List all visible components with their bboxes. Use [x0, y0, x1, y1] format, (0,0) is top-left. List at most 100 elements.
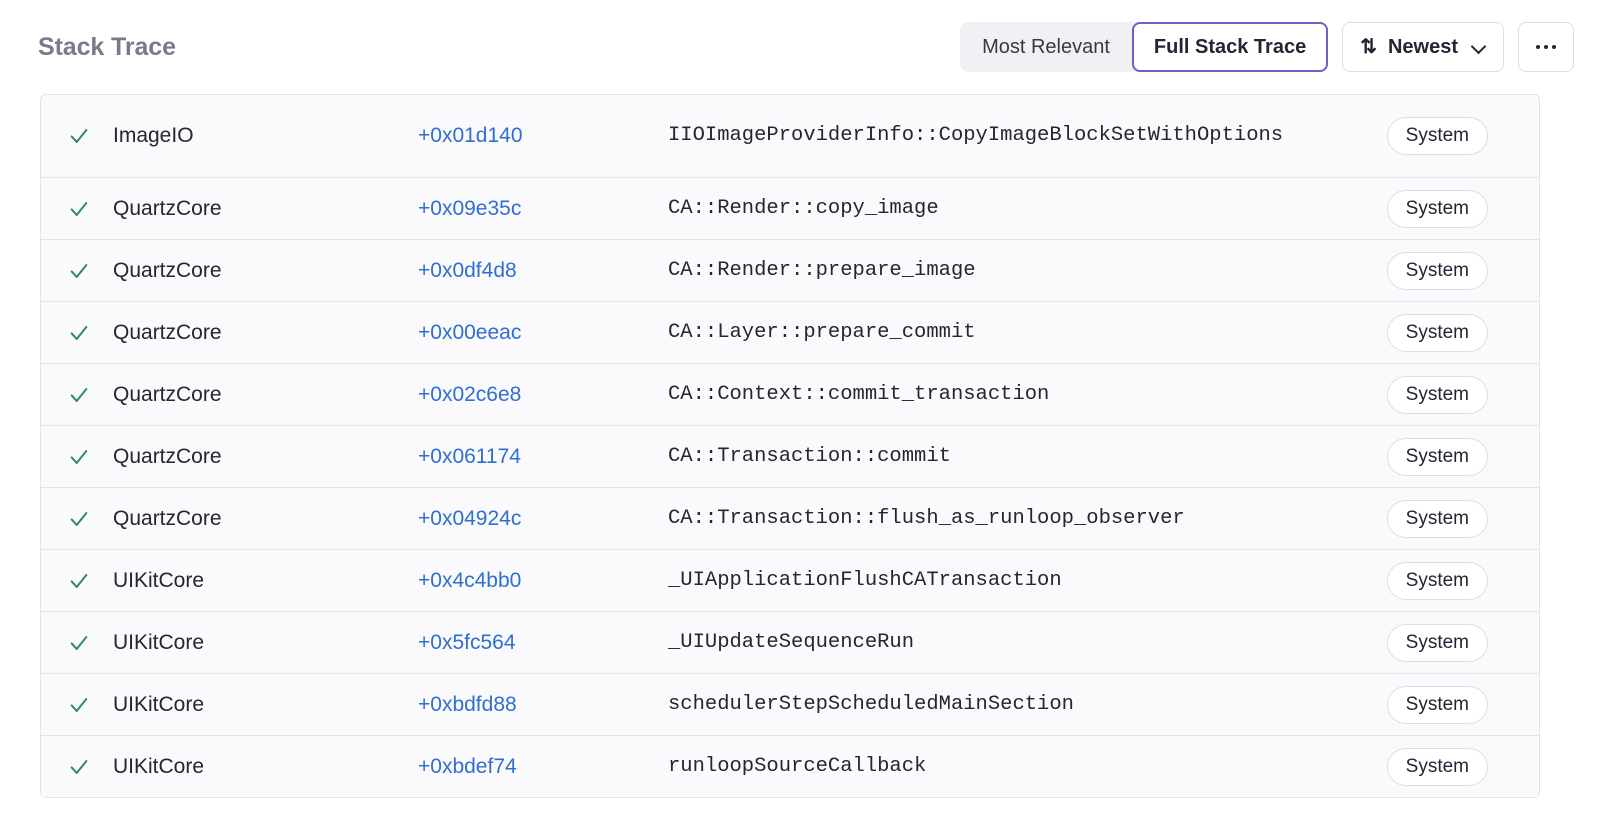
- status-badge: System: [1386, 685, 1488, 724]
- frame-offset-link[interactable]: +0xbdef74: [418, 754, 517, 778]
- stack-frame-row[interactable]: ImageIO +0x01d140 IIOImageProviderInfo::Co…: [41, 95, 1539, 178]
- frame-module-name: UIKitCore: [113, 754, 205, 778]
- checkmark-icon: [68, 508, 90, 530]
- frame-offset-link[interactable]: +0x5fc564: [418, 630, 516, 654]
- stack-frame-row[interactable]: UIKitCore +0xbdef74 runloopSourceCallback S…: [41, 736, 1539, 798]
- frame-badge-cell: System: [1358, 561, 1488, 600]
- checkmark-icon: [68, 125, 90, 147]
- frame-offset-link[interactable]: +0x01d140: [418, 124, 523, 147]
- status-badge: System: [1386, 251, 1488, 290]
- status-badge: System: [1386, 189, 1488, 228]
- checkmark-icon: [68, 384, 90, 406]
- ellipsis-icon: [1536, 45, 1540, 49]
- frame-module-name: QuartzCore: [113, 196, 222, 220]
- frame-module-name: UIKitCore: [113, 568, 205, 592]
- checkmark-icon: [68, 694, 90, 716]
- frame-offset-link[interactable]: +0x04924c: [418, 506, 522, 530]
- frame-badge-cell: System: [1358, 189, 1488, 228]
- frame-module-name: QuartzCore: [113, 506, 222, 530]
- status-badge: System: [1386, 561, 1488, 600]
- frame-checkbox[interactable]: [41, 570, 113, 592]
- frame-badge-cell: System: [1358, 437, 1488, 476]
- tab-most-relevant[interactable]: Most Relevant: [960, 22, 1132, 72]
- frame-checkbox[interactable]: [41, 756, 113, 778]
- tab-full-stack-trace[interactable]: Full Stack Trace: [1131, 22, 1329, 72]
- frame-module-name: QuartzCore: [113, 320, 222, 344]
- frame-checkbox[interactable]: [41, 632, 113, 654]
- more-options-button[interactable]: [1518, 22, 1574, 72]
- status-badge: System: [1386, 313, 1488, 352]
- chevron-down-icon: [1472, 40, 1486, 54]
- status-badge: System: [1386, 499, 1488, 538]
- status-badge: System: [1386, 747, 1488, 786]
- frame-badge-cell: System: [1358, 251, 1488, 290]
- frame-badge-cell: System: [1358, 499, 1488, 538]
- frame-symbol: _UIApplicationFlushCATransaction: [668, 568, 1062, 592]
- frame-symbol: runloopSourceCallback: [668, 754, 927, 778]
- frame-checkbox[interactable]: [41, 446, 113, 468]
- frame-offset-link[interactable]: +0x061174: [418, 444, 521, 468]
- stack-trace-view-segmented-control[interactable]: Most Relevant Full Stack Trace: [960, 22, 1329, 72]
- checkmark-icon: [68, 322, 90, 344]
- stack-frame-row[interactable]: QuartzCore +0x061174 CA::Transaction::comm…: [41, 426, 1539, 488]
- frame-checkbox[interactable]: [41, 198, 113, 220]
- frame-symbol: CA::Transaction::commit: [668, 444, 951, 468]
- header-controls: Most Relevant Full Stack Trace ⇅ Newest: [960, 22, 1574, 72]
- frame-offset-link[interactable]: +0x02c6e8: [418, 382, 522, 406]
- frame-module-name: ImageIO: [113, 124, 194, 147]
- frame-module-name: UIKitCore: [113, 630, 205, 654]
- frame-symbol: CA::Render::prepare_image: [668, 258, 976, 282]
- frame-symbol: CA::Transaction::flush_as_runloop_observ…: [668, 506, 1185, 530]
- status-badge: System: [1386, 623, 1488, 662]
- stack-frame-row[interactable]: UIKitCore +0x4c4bb0 _UIApplicationFlushCAT…: [41, 550, 1539, 612]
- frame-checkbox[interactable]: [41, 694, 113, 716]
- status-badge: System: [1386, 375, 1488, 414]
- stack-frame-row[interactable]: UIKitCore +0xbdfd88 schedulerStepScheduled…: [41, 674, 1539, 736]
- frame-checkbox[interactable]: [41, 508, 113, 530]
- frame-checkbox[interactable]: [41, 125, 113, 147]
- stack-frame-row[interactable]: QuartzCore +0x0df4d8 CA::Render::prepare_i…: [41, 240, 1539, 302]
- stack-frame-list: ImageIO +0x01d140 IIOImageProviderInfo::Co…: [40, 94, 1540, 798]
- frame-badge-cell: System: [1358, 117, 1488, 155]
- frame-checkbox[interactable]: [41, 260, 113, 282]
- frame-offset-link[interactable]: +0xbdfd88: [418, 692, 517, 716]
- frame-offset-link[interactable]: +0x4c4bb0: [418, 568, 522, 592]
- checkmark-icon: [68, 198, 90, 220]
- stack-frame-row[interactable]: QuartzCore +0x09e35c CA::Render::copy_imag…: [41, 178, 1539, 240]
- checkmark-icon: [68, 570, 90, 592]
- status-badge: System: [1386, 437, 1488, 476]
- frame-module-name: UIKitCore: [113, 692, 205, 716]
- checkmark-icon: [68, 632, 90, 654]
- frame-checkbox[interactable]: [41, 322, 113, 344]
- frame-offset-link[interactable]: +0x09e35c: [418, 196, 522, 220]
- frame-offset-link[interactable]: +0x00eeac: [418, 320, 522, 344]
- frame-symbol: CA::Render::copy_image: [668, 196, 939, 220]
- frame-offset-link[interactable]: +0x0df4d8: [418, 258, 517, 282]
- frame-badge-cell: System: [1358, 747, 1488, 786]
- frame-badge-cell: System: [1358, 685, 1488, 724]
- checkmark-icon: [68, 446, 90, 468]
- frame-module-name: QuartzCore: [113, 382, 222, 406]
- ellipsis-icon: [1552, 45, 1556, 49]
- page-title: Stack Trace: [38, 32, 176, 61]
- frame-badge-cell: System: [1358, 623, 1488, 662]
- stack-frame-row[interactable]: QuartzCore +0x04924c CA::Transaction::flus…: [41, 488, 1539, 550]
- checkmark-icon: [68, 756, 90, 778]
- frame-module-name: QuartzCore: [113, 258, 222, 282]
- frame-symbol: _UIUpdateSequenceRun: [668, 630, 915, 654]
- ellipsis-icon: [1544, 45, 1548, 49]
- stack-frame-row[interactable]: UIKitCore +0x5fc564 _UIUpdateSequenceRun Sy…: [41, 612, 1539, 674]
- sort-arrows-icon: ⇅: [1360, 36, 1377, 58]
- stack-trace-header: Stack Trace Most Relevant Full Stack Tra…: [0, 0, 1614, 94]
- frame-symbol: schedulerStepScheduledMainSection: [668, 692, 1074, 716]
- sort-button-label: Newest: [1387, 35, 1458, 58]
- sort-button[interactable]: ⇅ Newest: [1342, 22, 1504, 72]
- frame-module-name: QuartzCore: [113, 444, 222, 468]
- frame-symbol: IIOImageProviderInfo::CopyImageBlockSetW…: [668, 124, 1284, 148]
- checkmark-icon: [68, 260, 90, 282]
- frame-checkbox[interactable]: [41, 384, 113, 406]
- frame-badge-cell: System: [1358, 313, 1488, 352]
